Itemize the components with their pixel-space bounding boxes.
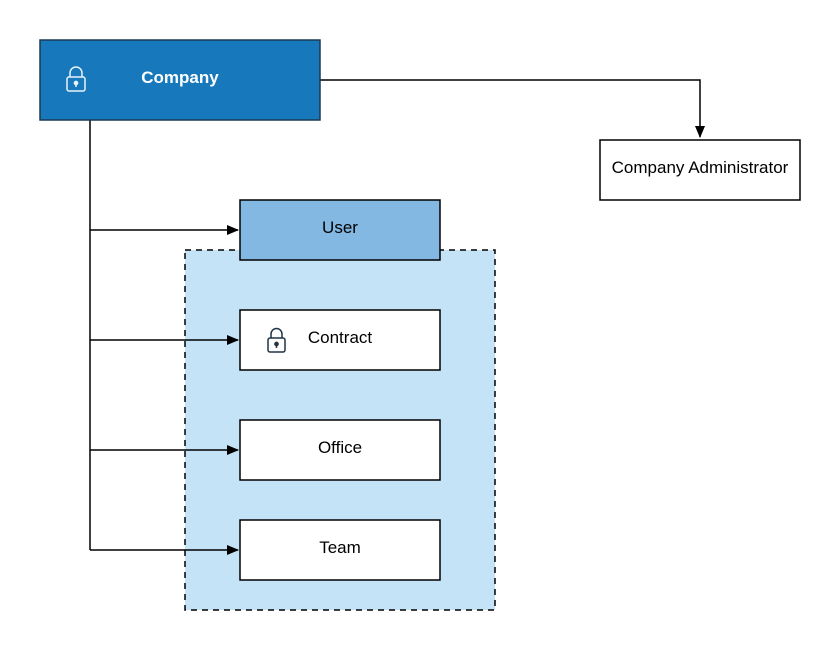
user-node[interactable]: User <box>239 199 441 261</box>
company-label: Company <box>141 68 219 87</box>
team-label: Team <box>319 538 361 557</box>
company-administrator-label: Company Administrator <box>612 158 789 177</box>
lock-icon <box>66 66 86 92</box>
contract-label: Contract <box>308 328 373 347</box>
office-node[interactable]: Office <box>239 419 441 481</box>
connectors <box>89 79 705 555</box>
team-node[interactable]: Team <box>239 519 441 581</box>
lock-icon <box>267 327 286 353</box>
user-label: User <box>322 218 358 237</box>
office-label: Office <box>318 438 362 457</box>
company-administrator-node[interactable]: Company Administrator <box>599 139 801 201</box>
company-node[interactable]: Company <box>39 39 321 121</box>
contract-node[interactable]: Contract <box>239 309 441 371</box>
connector-company-admin <box>320 79 705 138</box>
